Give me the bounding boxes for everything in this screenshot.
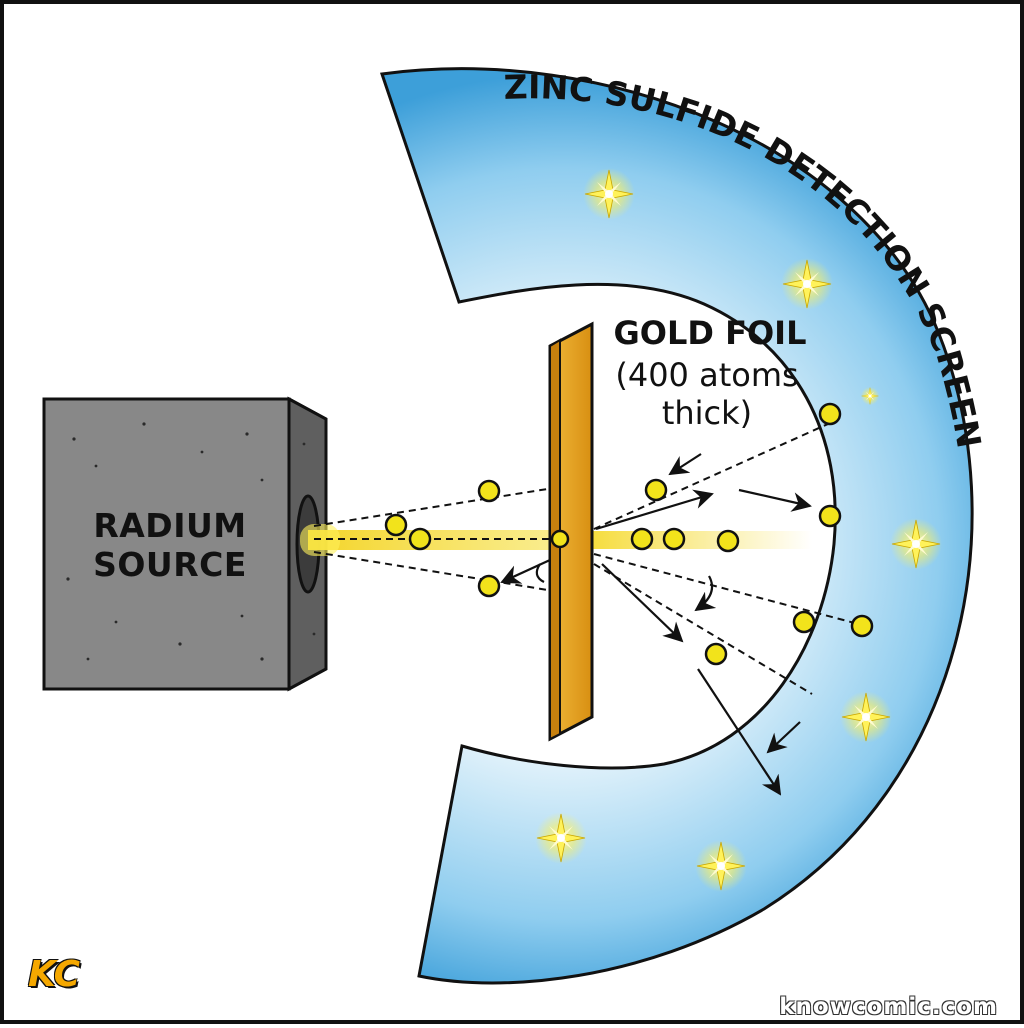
scintillation-flash-icon <box>781 258 833 310</box>
kc-logo: KC <box>28 954 81 995</box>
scintillation-flash-icon <box>860 386 880 406</box>
foil-label-line1: GOLD FOIL <box>614 314 807 352</box>
alpha-particle-icon <box>818 402 842 426</box>
alpha-particle-icon <box>704 642 728 666</box>
deflection-arrows <box>500 453 812 796</box>
scintillation-flash-icon <box>890 518 942 570</box>
alpha-particle-icon <box>477 479 501 503</box>
rutherford-diagram: ZINC SULFIDE DETECTION SCREEN RADIUM SOU… <box>42 67 989 985</box>
source-label-line1: RADIUM <box>93 506 246 545</box>
direction-arrow-icon <box>668 453 702 476</box>
alpha-particle-icon <box>384 513 408 537</box>
alpha-particle-icon <box>792 610 816 634</box>
alpha-particle-icon <box>716 529 740 553</box>
alpha-particle-icon <box>850 614 874 638</box>
deflection-angle-mark <box>535 563 545 583</box>
alpha-particle-icon <box>818 504 842 528</box>
direction-arrow-icon <box>697 668 782 796</box>
direction-arrow-icon <box>738 488 812 512</box>
scintillation-flash-icon <box>535 812 587 864</box>
alpha-particle-icon <box>662 527 686 551</box>
foil-label-line3: thick) <box>662 394 752 432</box>
scintillation-flash-icon <box>583 168 635 220</box>
alpha-beam <box>308 530 558 550</box>
direction-arrow-icon <box>766 721 801 754</box>
alpha-particle-icon <box>630 527 654 551</box>
scintillation-flash-icon <box>840 691 892 743</box>
particle-trajectories <box>313 418 867 695</box>
detection-screen-body <box>379 67 974 985</box>
foil-label-line2: (400 atoms <box>615 356 798 394</box>
source-label-line2: SOURCE <box>93 545 247 584</box>
transmitted-beam <box>592 531 812 549</box>
direction-arrow-icon <box>595 489 714 531</box>
alpha-particles <box>384 402 874 666</box>
alpha-particle-icon <box>408 527 432 551</box>
direction-arrow-icon <box>694 575 717 612</box>
scintillation-flash-icon <box>695 840 747 892</box>
watermark: knowcomic.com <box>779 994 998 1020</box>
radium-source: RADIUM SOURCE <box>42 396 328 692</box>
alpha-particle-icon <box>644 478 668 502</box>
scintillation-flashes <box>535 168 942 892</box>
direction-arrow-icon <box>601 563 684 643</box>
alpha-particle-icon <box>550 529 570 549</box>
alpha-particle-icon <box>477 574 501 598</box>
direction-arrow-icon <box>500 559 551 584</box>
